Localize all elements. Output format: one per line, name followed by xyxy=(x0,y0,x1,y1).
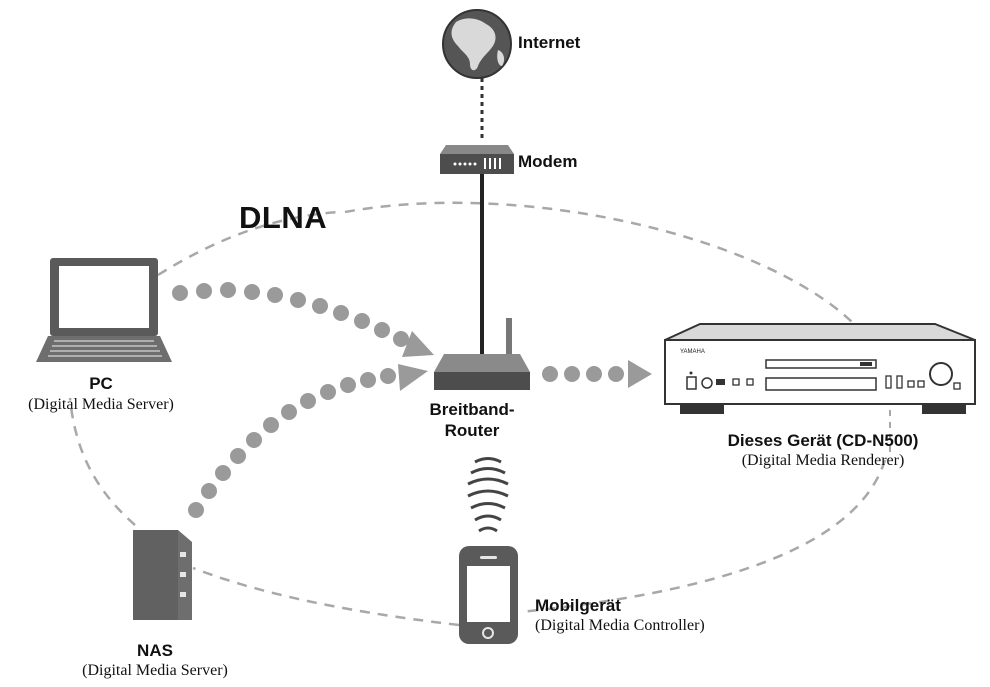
nas-role-label: (Digital Media Server) xyxy=(82,662,228,679)
device-brand-text: YAMAHA xyxy=(680,349,705,355)
internet-label: Internet xyxy=(518,33,581,52)
wifi-signal-icon xyxy=(467,457,509,533)
cd-player-icon: YAMAHA xyxy=(664,323,976,414)
router-label-line2: Router xyxy=(444,421,500,440)
laptop-icon xyxy=(36,258,172,362)
stream-arrow-router-to-device xyxy=(542,360,652,388)
device-label: Dieses Gerät (CD-N500) xyxy=(727,431,919,450)
stream-arrow-nas-to-router xyxy=(188,364,428,518)
mobile-role-label: (Digital Media Controller) xyxy=(535,617,705,634)
pc-label: PC xyxy=(89,374,113,393)
device-role-label: (Digital Media Renderer) xyxy=(741,452,905,469)
globe-icon xyxy=(442,9,512,79)
smartphone-icon xyxy=(459,546,518,644)
nas-icon xyxy=(133,530,192,620)
modem-label: Modem xyxy=(518,152,578,171)
nas-label: NAS xyxy=(137,641,173,660)
dlna-network-boundary xyxy=(68,201,891,627)
mobile-label: Mobilgerät xyxy=(535,596,621,615)
stream-arrow-pc-to-router xyxy=(172,282,434,357)
pc-role-label: (Digital Media Server) xyxy=(28,396,174,413)
dlna-title: DLNA xyxy=(239,200,328,235)
router-icon xyxy=(434,318,530,390)
router-label-line1: Breitband- xyxy=(429,400,515,419)
modem-icon xyxy=(440,145,514,174)
